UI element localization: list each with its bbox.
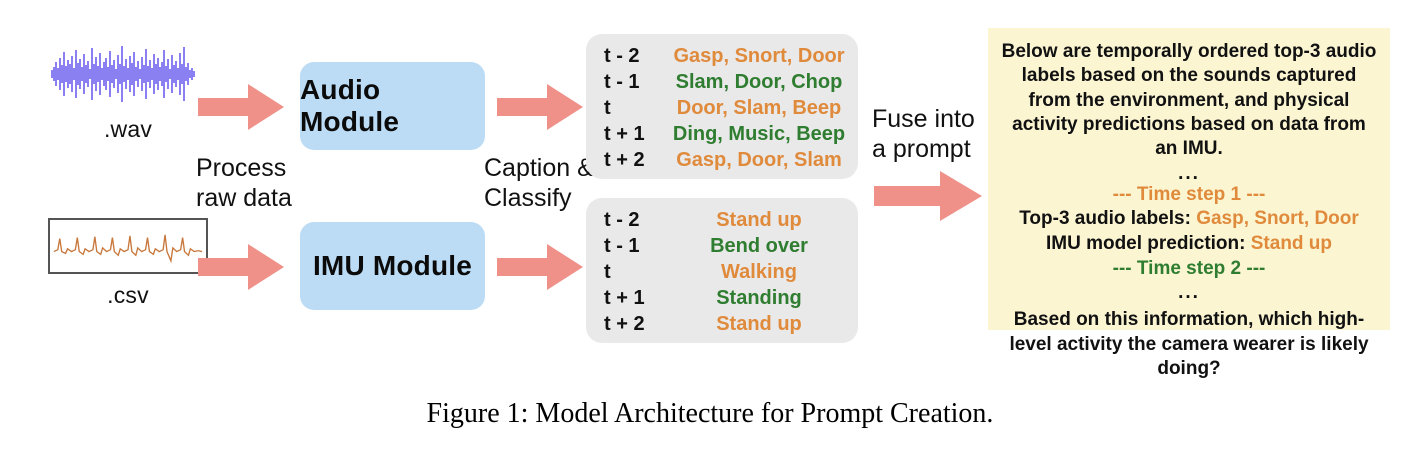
wav-input-group: .wav (48, 40, 208, 143)
imu-prediction-value: Stand up (716, 209, 802, 231)
table-row: t - 2 Stand up (586, 208, 858, 233)
imu-module-box[interactable]: IMU Module (300, 222, 485, 310)
timestep-label: t - 2 (604, 45, 640, 67)
audio-labels-panel: t - 2 Gasp, Snort, Door t - 1 Slam, Door… (586, 34, 858, 179)
timestep-label: t - 1 (604, 71, 640, 93)
timestep-label: t (604, 97, 611, 119)
table-row: t + 2 Gasp, Door, Slam (586, 148, 858, 173)
prompt-ellipsis-1: ... (1178, 162, 1200, 184)
arrow-imu-module-to-predictions (497, 244, 583, 290)
fused-prompt-card: Below are temporally ordered top-3 audio… (988, 28, 1390, 379)
imu-prediction-value: Bend over (710, 235, 808, 257)
prompt-imu-prediction-key: IMU model prediction: (1045, 232, 1251, 254)
table-row: t + 1 Standing (586, 286, 858, 311)
timestep-label: t + 1 (604, 287, 645, 309)
audio-module-label: Audio Module (300, 74, 400, 137)
table-row: t + 1 Ding, Music, Beep (586, 122, 858, 147)
table-row: t - 2 Gasp, Snort, Door (586, 44, 858, 69)
timestep-label: t + 2 (604, 149, 645, 171)
wav-file-label: .wav (103, 116, 153, 142)
timestep-label: t (604, 261, 611, 283)
imu-prediction-value: Standing (716, 287, 802, 309)
timestep-label: t + 1 (604, 123, 645, 145)
prompt-ellipsis-2: ... (1178, 282, 1200, 304)
arrow-wav-to-audio-module (198, 84, 284, 130)
prompt-time-step-2: --- Time step 2 --- (1112, 257, 1266, 279)
prompt-imu-prediction-value: Stand up (1250, 232, 1333, 254)
table-row: t Door, Slam, Beep (586, 96, 858, 121)
audio-labels-value: Ding, Music, Beep (672, 123, 846, 145)
prompt-time-step-1: --- Time step 1 --- (1112, 183, 1266, 205)
edge-label-caption-classify: Caption & Classify (484, 154, 594, 212)
table-row: t - 1 Slam, Door, Chop (586, 70, 858, 95)
table-row: t + 2 Stand up (586, 312, 858, 337)
audio-labels-value: Door, Slam, Beep (676, 97, 842, 119)
prompt-audio-labels-line: Top-3 audio labels: Gasp, Snort, Door (998, 207, 1380, 232)
prompt-audio-labels-value: Gasp, Snort, Door (1196, 208, 1359, 230)
csv-input-group: .csv (48, 218, 208, 309)
figure-caption: Figure 1: Model Architecture for Prompt … (426, 398, 994, 429)
audio-labels-value: Slam, Door, Chop (675, 71, 843, 93)
prompt-intro-text: Below are temporally ordered top-3 audio… (1001, 41, 1377, 160)
arrow-audio-module-to-labels (497, 84, 583, 130)
audio-labels-value: Gasp, Snort, Door (673, 45, 845, 67)
prompt-audio-labels-key: Top-3 audio labels: (1019, 208, 1197, 230)
audio-labels-value: Gasp, Door, Slam (676, 149, 842, 171)
imu-prediction-value: Walking (721, 261, 797, 283)
arrow-csv-to-imu-module (198, 244, 284, 290)
audio-module-box[interactable]: Audio Module (300, 62, 485, 150)
arrow-fuse-to-prompt (874, 171, 982, 221)
timestep-label: t - 1 (604, 235, 640, 257)
prompt-imu-prediction-line: IMU model prediction: Stand up (998, 232, 1380, 257)
edge-label-process-raw-data: Process raw data (196, 154, 292, 212)
csv-file-label: .csv (107, 282, 149, 308)
table-row: t Walking (586, 260, 858, 285)
imu-prediction-value: Stand up (716, 313, 802, 335)
audio-waveform-icon (51, 46, 195, 102)
imu-module-label: IMU Module (312, 250, 473, 281)
table-row: t - 1 Bend over (586, 234, 858, 259)
timestep-label: t + 2 (604, 313, 645, 335)
prompt-question-text: Based on this information, which high-le… (1009, 309, 1369, 379)
imu-signal-plot-icon (48, 218, 208, 274)
imu-predictions-panel: t - 2 Stand up t - 1 Bend over t Walking… (586, 198, 858, 343)
timestep-label: t - 2 (604, 209, 640, 231)
edge-label-fuse-into-prompt: Fuse into a prompt (872, 105, 975, 163)
